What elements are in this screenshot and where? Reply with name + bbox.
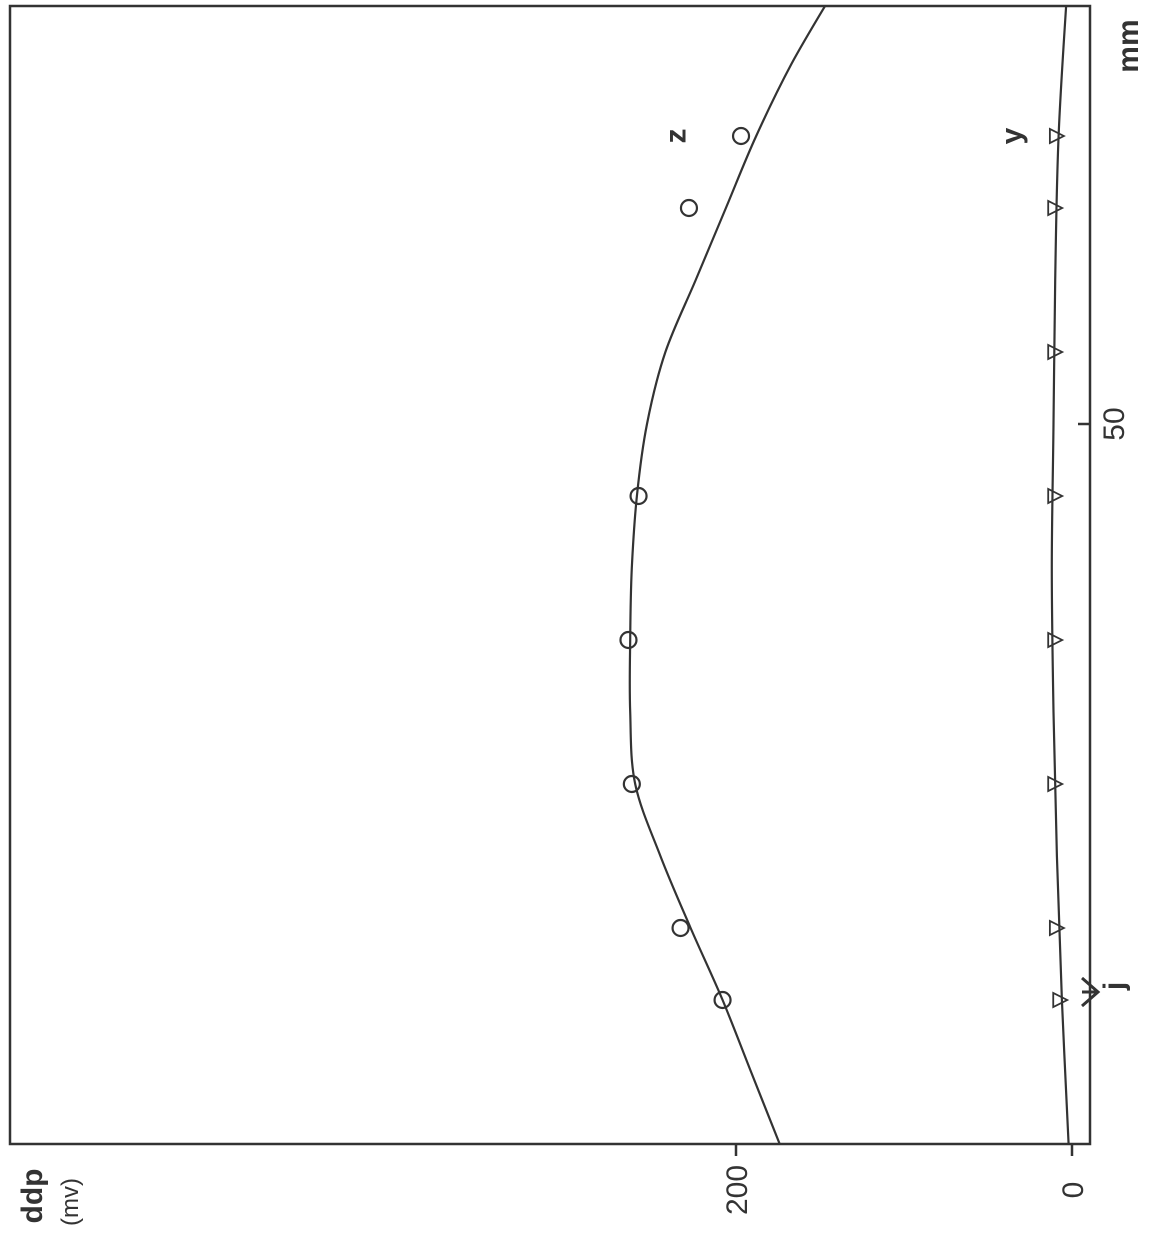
labels-layer: ddp (mv) mm z y j: [16, 19, 1145, 1226]
marker-y-7: [1048, 127, 1066, 145]
marker-z-1: [671, 918, 690, 938]
series-label-y: y: [996, 127, 1029, 144]
marker-y-6: [1047, 199, 1065, 217]
marker-z-0: [713, 990, 732, 1010]
plot-frame: [8, 4, 1092, 1146]
marker-y-2: [1047, 775, 1065, 793]
marker-y-1: [1048, 919, 1066, 937]
curves-layer: [628, 6, 1070, 1144]
marker-y-5: [1047, 343, 1065, 361]
y-tick-label-0: 0: [1057, 1182, 1090, 1199]
marker-z-6: [731, 126, 751, 146]
markers-layer: [619, 126, 1070, 1010]
marker-arrow: [1081, 976, 1101, 1008]
ticks-layer: 50 0 200: [721, 407, 1131, 1215]
marker-z-2: [622, 774, 641, 794]
marker-y-0: [1052, 991, 1070, 1009]
marker-z-5: [679, 198, 699, 218]
marker-label: j: [1098, 982, 1131, 991]
marker-y-3: [1047, 631, 1065, 649]
series-label-z: z: [660, 129, 693, 144]
y-axis-title: ddp: [16, 1169, 49, 1224]
y-tick-label-1: 200: [721, 1165, 754, 1215]
marker-z-4: [629, 486, 648, 506]
curve-z: [628, 6, 827, 1144]
curve-y: [1050, 6, 1070, 1144]
x-axis-unit: mm: [1112, 19, 1145, 72]
x-tick-label-0: 50: [1098, 407, 1131, 440]
marker-z-3: [619, 630, 638, 650]
y-axis-unit: (mv): [57, 1178, 84, 1226]
marker-y-4: [1047, 487, 1065, 505]
